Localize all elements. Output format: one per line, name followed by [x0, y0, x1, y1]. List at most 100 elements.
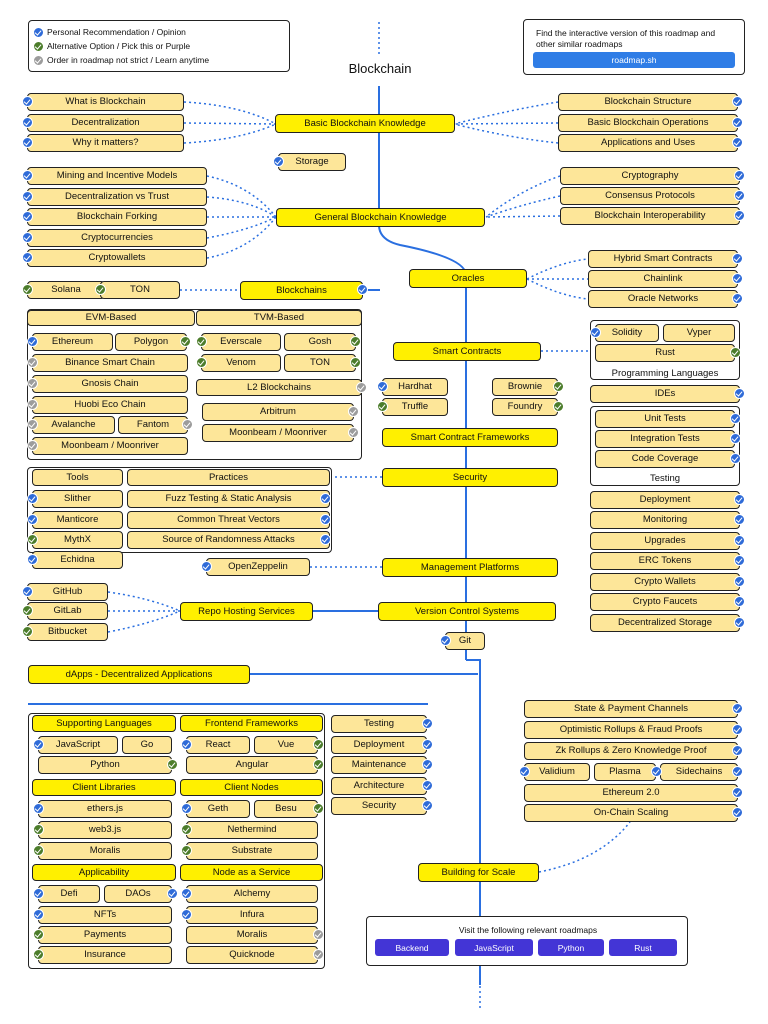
general-left-item[interactable]: Mining and Incentive Models: [27, 167, 207, 185]
framework-item[interactable]: Foundry: [492, 398, 558, 416]
blockchain-alt-item[interactable]: TON: [100, 281, 180, 299]
client-node-item[interactable]: Besu: [254, 800, 318, 818]
tools-item[interactable]: Echidna: [32, 551, 123, 569]
scaling-item[interactable]: Plasma: [594, 763, 656, 781]
topic-basic-knowledge[interactable]: Basic Blockchain Knowledge: [275, 114, 455, 133]
evm-item[interactable]: Avalanche: [32, 416, 115, 434]
scaling-item[interactable]: Optimistic Rollups & Fraud Proofs: [524, 721, 738, 739]
dapp-side-item[interactable]: Testing: [331, 715, 427, 733]
testing-item[interactable]: Unit Tests: [595, 410, 735, 428]
client-node-item[interactable]: Substrate: [186, 842, 318, 860]
evm-item[interactable]: Ethereum: [32, 333, 113, 351]
evm-item[interactable]: Huobi Eco Chain: [32, 396, 188, 414]
topic-oracles[interactable]: Oracles: [409, 269, 527, 288]
node-service-item[interactable]: Alchemy: [186, 885, 318, 903]
right-list-item[interactable]: Crypto Wallets: [590, 573, 740, 591]
basic-right-item[interactable]: Basic Blockchain Operations: [558, 114, 738, 132]
topic-blockchains[interactable]: Blockchains: [240, 281, 363, 300]
client-library-item[interactable]: Moralis: [38, 842, 172, 860]
applicability-item[interactable]: Payments: [38, 926, 172, 944]
tools-item[interactable]: Manticore: [32, 511, 123, 529]
supporting-language-item[interactable]: Go: [122, 736, 172, 754]
l2-title[interactable]: L2 Blockchains: [196, 379, 362, 396]
oracle-item[interactable]: Chainlink: [588, 270, 738, 288]
evm-item[interactable]: Fantom: [118, 416, 188, 434]
tvm-item[interactable]: Venom: [201, 354, 281, 372]
node-service-item[interactable]: Infura: [186, 906, 318, 924]
general-left-item[interactable]: Decentralization vs Trust: [27, 188, 207, 206]
roadmap-sh-button[interactable]: roadmap.sh: [533, 52, 735, 68]
scaling-item[interactable]: On-Chain Scaling: [524, 804, 738, 822]
basic-right-item[interactable]: Applications and Uses: [558, 134, 738, 152]
frontend-framework-item[interactable]: Angular: [186, 756, 318, 774]
practices-item[interactable]: Common Threat Vectors: [127, 511, 330, 529]
related-javascript-button[interactable]: JavaScript: [455, 939, 533, 956]
scaling-item[interactable]: Sidechains: [660, 763, 738, 781]
tvm-item[interactable]: TON: [284, 354, 356, 372]
tvm-item[interactable]: Everscale: [201, 333, 281, 351]
node-service-item[interactable]: Quicknode: [186, 946, 318, 964]
language-item[interactable]: Rust: [595, 344, 735, 362]
general-right-item[interactable]: Consensus Protocols: [560, 187, 740, 205]
topic-general-knowledge[interactable]: General Blockchain Knowledge: [276, 208, 485, 227]
client-node-item[interactable]: Geth: [186, 800, 250, 818]
git-node[interactable]: Git: [445, 632, 485, 650]
practices-item[interactable]: Fuzz Testing & Static Analysis: [127, 490, 330, 508]
framework-item[interactable]: Hardhat: [382, 378, 448, 396]
frontend-framework-item[interactable]: React: [186, 736, 250, 754]
client-library-item[interactable]: ethers.js: [38, 800, 172, 818]
openzeppelin-node[interactable]: OpenZeppelin: [206, 558, 310, 576]
supporting-language-item[interactable]: JavaScript: [38, 736, 118, 754]
scaling-item[interactable]: Zk Rollups & Zero Knowledge Proof: [524, 742, 738, 760]
basic-left-item[interactable]: Decentralization: [27, 114, 184, 132]
topic-smart-contracts[interactable]: Smart Contracts: [393, 342, 541, 361]
general-right-item[interactable]: Blockchain Interoperability: [560, 207, 740, 225]
right-list-item[interactable]: ERC Tokens: [590, 552, 740, 570]
general-left-item[interactable]: Blockchain Forking: [27, 208, 207, 226]
related-backend-button[interactable]: Backend: [375, 939, 449, 956]
topic-repo-hosting[interactable]: Repo Hosting Services: [180, 602, 313, 621]
related-rust-button[interactable]: Rust: [609, 939, 677, 956]
scaling-item[interactable]: Validium: [524, 763, 590, 781]
testing-item[interactable]: Code Coverage: [595, 450, 735, 468]
applicability-item[interactable]: DAOs: [104, 885, 172, 903]
topic-version-control[interactable]: Version Control Systems: [378, 602, 556, 621]
ides-node[interactable]: IDEs: [590, 385, 740, 403]
framework-item[interactable]: Brownie: [492, 378, 558, 396]
oracle-item[interactable]: Hybrid Smart Contracts: [588, 250, 738, 268]
dapp-side-item[interactable]: Security: [331, 797, 427, 815]
basic-left-item[interactable]: Why it matters?: [27, 134, 184, 152]
basic-left-item[interactable]: What is Blockchain: [27, 93, 184, 111]
right-list-item[interactable]: Upgrades: [590, 532, 740, 550]
client-node-item[interactable]: Nethermind: [186, 821, 318, 839]
node-service-item[interactable]: Moralis: [186, 926, 318, 944]
topic-dapps[interactable]: dApps - Decentralized Applications: [28, 665, 250, 684]
related-python-button[interactable]: Python: [538, 939, 604, 956]
evm-item[interactable]: Binance Smart Chain: [32, 354, 188, 372]
practices-item[interactable]: Source of Randomness Attacks: [127, 531, 330, 549]
general-left-item[interactable]: Cryptowallets: [27, 249, 207, 267]
dapp-side-item[interactable]: Architecture: [331, 777, 427, 795]
right-list-item[interactable]: Crypto Faucets: [590, 593, 740, 611]
evm-item[interactable]: Gnosis Chain: [32, 375, 188, 393]
scaling-item[interactable]: Ethereum 2.0: [524, 784, 738, 802]
evm-item[interactable]: Polygon: [115, 333, 187, 351]
right-list-item[interactable]: Monitoring: [590, 511, 740, 529]
topic-smart-contract-frameworks[interactable]: Smart Contract Frameworks: [382, 428, 558, 447]
repo-item[interactable]: GitLab: [27, 602, 108, 620]
framework-item[interactable]: Truffle: [382, 398, 448, 416]
testing-item[interactable]: Integration Tests: [595, 430, 735, 448]
applicability-item[interactable]: NFTs: [38, 906, 172, 924]
oracle-item[interactable]: Oracle Networks: [588, 290, 738, 308]
repo-item[interactable]: GitHub: [27, 583, 108, 601]
storage-node[interactable]: Storage: [278, 153, 346, 171]
repo-item[interactable]: Bitbucket: [27, 623, 108, 641]
l2-item[interactable]: Moonbeam / Moonriver: [202, 424, 354, 442]
supporting-language-item[interactable]: Python: [38, 756, 172, 774]
evm-item[interactable]: Moonbeam / Moonriver: [32, 437, 188, 455]
language-item[interactable]: Vyper: [663, 324, 735, 342]
general-right-item[interactable]: Cryptography: [560, 167, 740, 185]
applicability-item[interactable]: Insurance: [38, 946, 172, 964]
client-library-item[interactable]: web3.js: [38, 821, 172, 839]
topic-management-platforms[interactable]: Management Platforms: [382, 558, 558, 577]
